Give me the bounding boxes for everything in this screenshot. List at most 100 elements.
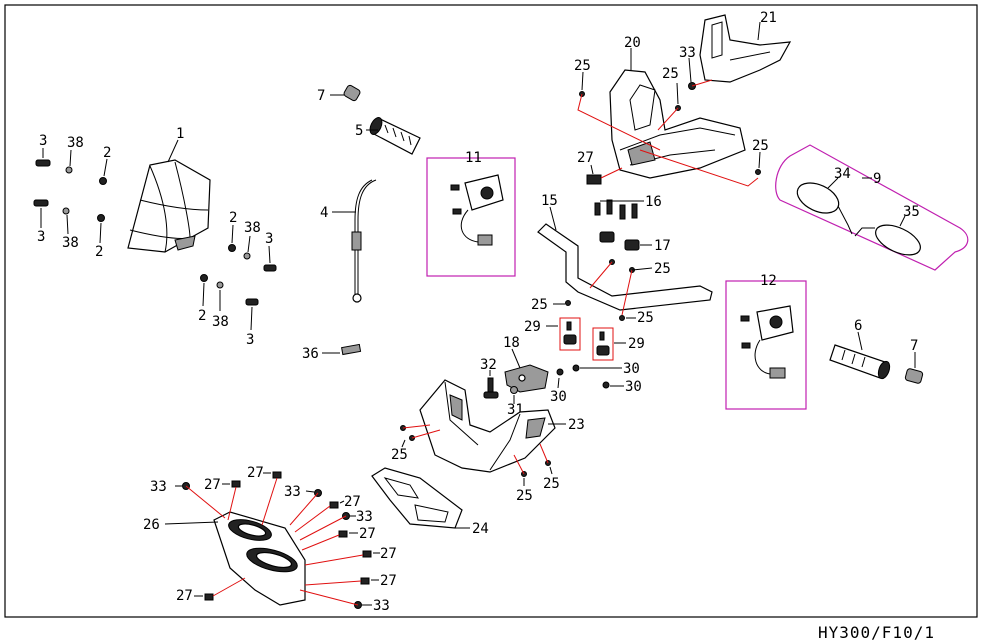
left-handlebar-switch <box>450 174 504 246</box>
drawing-code: HY300/F10/1 <box>818 623 935 642</box>
callout-label-30c: 30 <box>625 379 642 395</box>
clamp-29b <box>596 331 610 356</box>
callout-label-38c: 38 <box>244 220 261 236</box>
callout-label-26: 26 <box>143 517 160 533</box>
handlebar-clamp-17 <box>599 231 640 251</box>
screw-3b <box>33 199 49 207</box>
callout-label-1: 1 <box>176 126 184 142</box>
callout-label-6: 6 <box>854 318 862 334</box>
callout-label-12: 12 <box>760 273 777 289</box>
nut-2b <box>97 214 105 222</box>
callout-label-7b: 7 <box>910 338 918 354</box>
washer-38d <box>216 281 224 289</box>
clip-27e <box>362 550 372 558</box>
screw-25f <box>619 315 625 321</box>
washer-38c <box>243 252 251 260</box>
callout-label-20: 20 <box>624 35 641 51</box>
callout-label-25h: 25 <box>516 488 533 504</box>
callout-label-23: 23 <box>568 417 585 433</box>
clip-27f <box>360 577 370 585</box>
nut-2c <box>228 244 236 252</box>
callout-label-27c: 27 <box>344 494 361 510</box>
callout-label-3c: 3 <box>265 231 273 247</box>
mirror-left-34 <box>796 182 853 235</box>
callout-label-17: 17 <box>654 238 671 254</box>
nut-30c <box>602 381 610 389</box>
callout-label-15: 15 <box>541 193 558 209</box>
callout-label-24: 24 <box>472 521 489 537</box>
callout-label-25a: 25 <box>574 58 591 74</box>
callout-label-25i: 25 <box>543 476 560 492</box>
mirror-right-35 <box>854 224 921 256</box>
screw-3c <box>263 264 277 272</box>
group-box-9 <box>775 144 969 271</box>
front-handlebar-cover <box>213 511 306 606</box>
callout-label-30b: 30 <box>550 389 567 405</box>
windscreen <box>127 159 211 253</box>
callout-label-2d: 2 <box>198 308 206 324</box>
clip-27c <box>329 501 339 509</box>
callout-label-27a: 27 <box>204 477 221 493</box>
handlebar-holder-18 <box>504 364 549 393</box>
group-box-29b <box>592 327 614 361</box>
callout-label-27g: 27 <box>176 588 193 604</box>
bar-end-weight-right <box>904 368 924 384</box>
callout-label-34: 34 <box>834 166 851 182</box>
inner-handlebar-cover <box>419 379 556 473</box>
clip-27d <box>338 530 348 538</box>
washer-38b <box>62 207 70 215</box>
callout-label-27e: 27 <box>380 546 397 562</box>
meter-cover-21 <box>699 14 792 83</box>
callout-label-33c: 33 <box>356 509 373 525</box>
group-box-11 <box>426 157 516 277</box>
callout-label-25g: 25 <box>391 447 408 463</box>
callout-label-38b: 38 <box>62 235 79 251</box>
callout-label-11: 11 <box>465 150 482 166</box>
group-box-12 <box>725 280 807 410</box>
callout-label-3a: 3 <box>39 133 47 149</box>
bolt-32 <box>483 377 499 399</box>
right-handlebar-switch <box>740 305 794 379</box>
callout-label-27b: 27 <box>247 465 264 481</box>
nut-2d <box>200 274 208 282</box>
group-box-29a <box>559 317 581 351</box>
diagram-frame <box>4 4 978 618</box>
callout-label-32: 32 <box>480 357 497 373</box>
handlebar <box>537 223 713 311</box>
screw-3d <box>245 298 259 306</box>
cable-clip <box>341 343 362 356</box>
callout-label-35: 35 <box>903 204 920 220</box>
callout-label-30a: 30 <box>623 361 640 377</box>
clip-27a <box>231 480 241 488</box>
nut-2a <box>99 177 107 185</box>
nut-30a <box>556 368 564 376</box>
callout-label-16: 16 <box>645 194 662 210</box>
callout-label-2b: 2 <box>95 244 103 260</box>
callout-label-27d: 27 <box>359 526 376 542</box>
washer-38a <box>65 166 73 174</box>
clamp-29a <box>563 321 577 345</box>
callout-label-29a: 29 <box>524 319 541 335</box>
callout-label-25b: 25 <box>662 66 679 82</box>
clip-27b <box>272 471 282 479</box>
screw-25-right <box>755 169 761 175</box>
callout-label-29b: 29 <box>628 336 645 352</box>
callout-label-33a: 33 <box>150 479 167 495</box>
washer-31 <box>510 386 518 394</box>
callout-label-33e: 33 <box>679 45 696 61</box>
clip-27g <box>204 593 214 601</box>
callout-label-4: 4 <box>320 205 328 221</box>
callout-label-9: 9 <box>873 171 881 187</box>
callout-label-25f: 25 <box>637 310 654 326</box>
screw-3a <box>35 159 51 167</box>
clip-27h <box>586 174 602 185</box>
callout-label-27h: 27 <box>577 150 594 166</box>
callout-label-3b: 3 <box>37 229 45 245</box>
nut-30b <box>572 364 580 372</box>
callout-label-5: 5 <box>355 123 363 139</box>
callout-label-25c: 25 <box>654 261 671 277</box>
screw-25e <box>565 300 571 306</box>
callout-label-38a: 38 <box>67 135 84 151</box>
callout-label-36: 36 <box>302 346 319 362</box>
